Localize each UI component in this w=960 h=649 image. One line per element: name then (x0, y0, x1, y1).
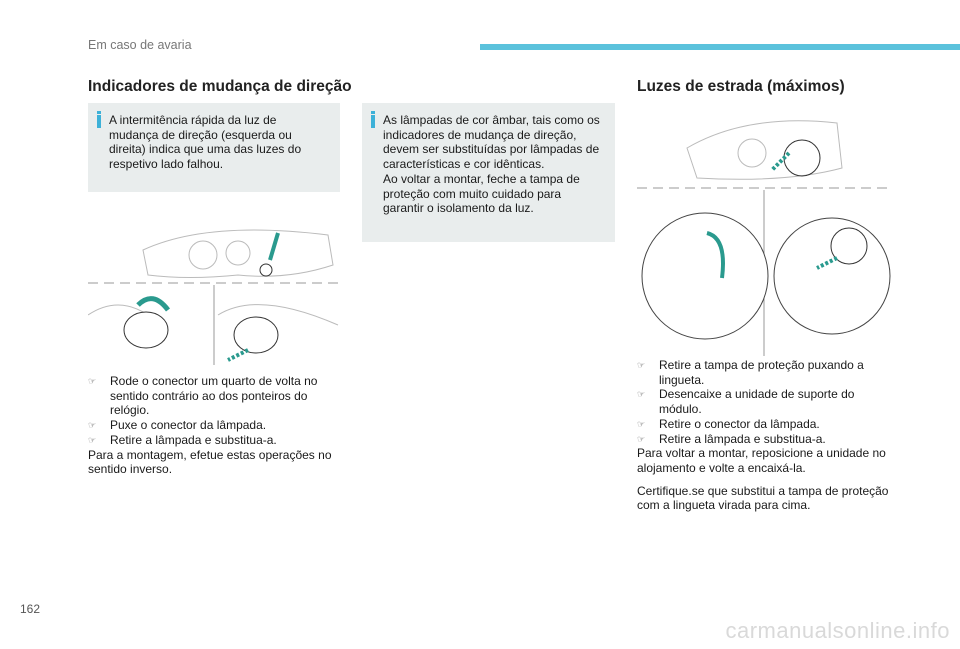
info-text: A intermitência rápida da luz de mudança… (109, 113, 302, 172)
step-item: ☞Rode o conector um quarto de volta no s… (88, 374, 318, 418)
pointer-icon: ☞ (88, 376, 97, 386)
pointer-icon: ☞ (637, 360, 646, 370)
pointer-icon: ☞ (88, 420, 97, 431)
step-item: ☞Puxe o conector da lâmpada. (88, 418, 267, 433)
info-box-middle: As lâmpadas de cor âmbar, tais como os i… (362, 103, 615, 242)
step-item: ☞Retire a lâmpada e substitua-a. (88, 432, 277, 447)
info-box-left: A intermitência rápida da luz de mudança… (88, 103, 340, 192)
pointer-icon: ☞ (637, 389, 646, 400)
high-beam-illustration (637, 120, 892, 356)
step-item: ☞Retire a lâmpada e substitua-a. (637, 431, 826, 446)
step-item: ☞Retire o conector da lâmpada. (637, 416, 820, 431)
pointer-icon: ☞ (637, 433, 646, 444)
watermark: carmanualsonline.info (725, 618, 950, 643)
info-icon (371, 111, 375, 128)
info-icon (97, 111, 101, 128)
step-item: ☞Desencaixe a unidade de suporte do módu… (637, 387, 855, 417)
turn-signal-illustration (88, 229, 340, 365)
left-title: Indicadores de mudança de direção (88, 78, 352, 95)
left-instructions: ☞Rode o conector um quarto de volta no s… (88, 374, 343, 477)
section-accent-bar (480, 44, 960, 50)
pointer-icon: ☞ (637, 418, 646, 429)
step-item: ☞Retire a tampa de proteção puxando a li… (637, 358, 864, 387)
right-instructions: ☞Retire a tampa de proteção puxando a li… (637, 358, 897, 513)
note: Para voltar a montar, reposicione a unid… (637, 446, 886, 475)
right-title: Luzes de estrada (máximos) (637, 78, 845, 95)
info-text-2: Ao voltar a montar, feche a tampa de pro… (383, 171, 580, 216)
pointer-icon: ☞ (88, 434, 97, 445)
section-header: Em caso de avaria (88, 38, 192, 52)
note: Certifique.se que substitui a tampa de p… (637, 483, 889, 513)
info-text-1: As lâmpadas de cor âmbar, tais como os i… (383, 113, 600, 172)
note: Para a montagem, efetue estas operações … (88, 447, 332, 477)
page-number: 162 (20, 602, 41, 616)
